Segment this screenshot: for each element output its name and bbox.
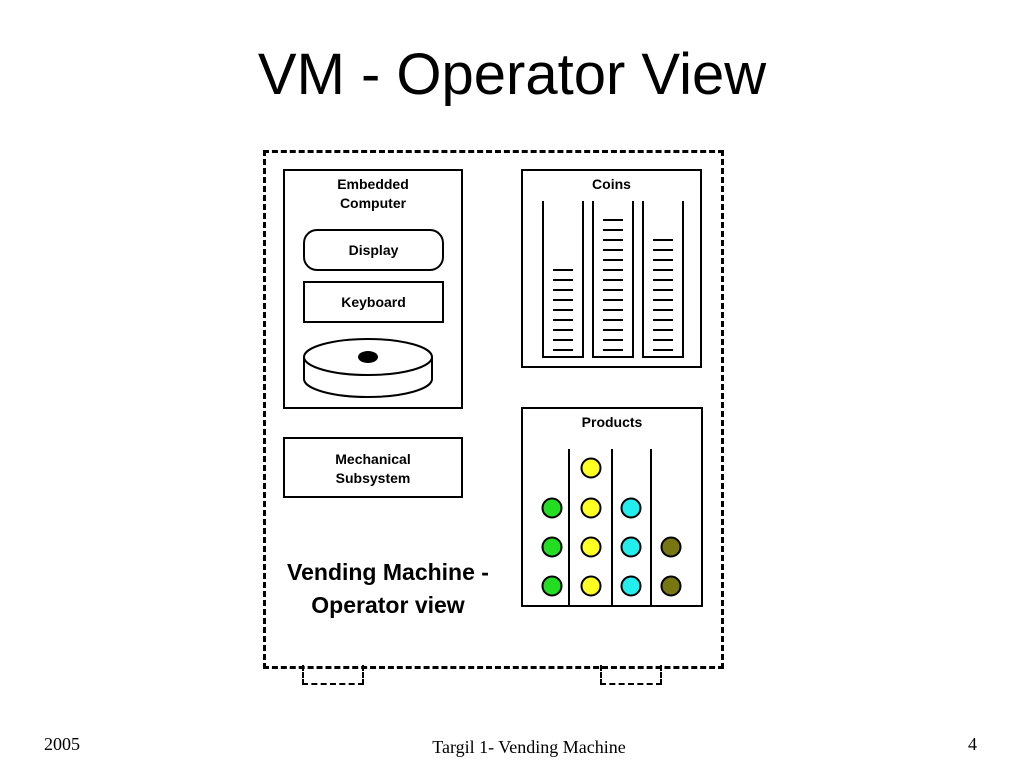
keyboard-label: Keyboard (341, 294, 406, 310)
embedded-computer-box: Embedded Computer Display Keyboard (283, 169, 463, 409)
coin-tube (542, 201, 584, 358)
product-item (541, 497, 563, 519)
coins-label: Coins (592, 176, 631, 192)
diagram-caption: Vending Machine - Operator view (287, 559, 489, 618)
display-box: Display (303, 229, 444, 271)
coin-tube (642, 201, 684, 358)
coin-tubes (542, 201, 684, 358)
product-item (660, 536, 682, 558)
footer-page-number: 4 (968, 734, 977, 754)
machine-foot-right (600, 665, 662, 685)
coin-tube (592, 201, 634, 358)
mechanical-subsystem-label: Mechanical Subsystem (335, 451, 411, 486)
product-item (580, 457, 602, 479)
product-item (580, 497, 602, 519)
embedded-computer-label: Embedded Computer (337, 176, 409, 211)
product-item (620, 575, 642, 597)
disk-icon (303, 338, 433, 398)
footer-year: 2005 (44, 734, 80, 754)
mechanical-subsystem-box: Mechanical Subsystem (283, 437, 463, 498)
coins-box: Coins (521, 169, 702, 368)
product-item (580, 575, 602, 597)
product-item (580, 536, 602, 558)
product-item (620, 536, 642, 558)
display-label: Display (348, 242, 399, 258)
machine-foot-left (302, 665, 364, 685)
product-item (541, 575, 563, 597)
slide-title: VM - Operator View (257, 42, 767, 107)
product-item (660, 575, 682, 597)
product-columns (541, 449, 682, 605)
vending-machine-outline (263, 150, 724, 669)
product-item (620, 497, 642, 519)
footer-title: Targil 1- Vending Machine (432, 737, 626, 757)
keyboard-box: Keyboard (303, 281, 444, 323)
products-box: Products (521, 407, 703, 607)
product-item (541, 536, 563, 558)
products-label: Products (581, 414, 643, 430)
